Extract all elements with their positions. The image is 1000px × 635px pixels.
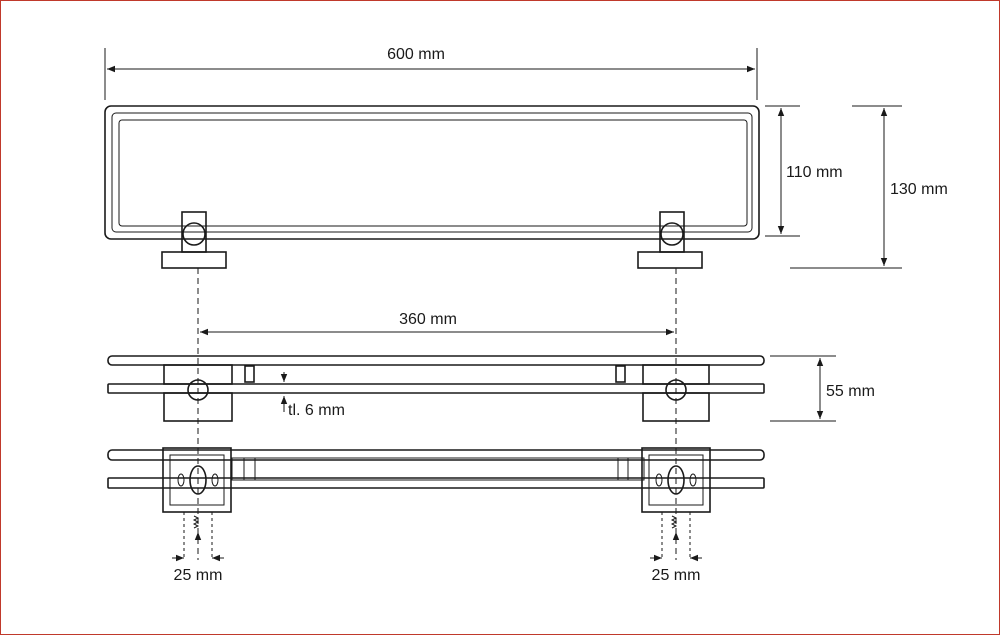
rail-top-view: 25 mm 25 mm	[107, 447, 765, 584]
label-height-total: 130 mm	[890, 181, 948, 198]
dimension-height-total: 130 mm	[790, 105, 948, 269]
label-depth: 55 mm	[826, 383, 875, 400]
bracket-right	[637, 211, 703, 269]
dimension-depth: 55 mm	[770, 355, 875, 422]
dimension-height-inner: 110 mm	[765, 105, 843, 237]
dimension-width-total: 600 mm	[104, 46, 758, 100]
label-thickness: tl. 6 mm	[288, 402, 345, 419]
label-width-total: 600 mm	[387, 46, 445, 63]
rail-front-view	[104, 105, 760, 269]
label-bracket-spacing: 360 mm	[399, 311, 457, 328]
dimension-bracket-spacing: 360 mm	[200, 311, 674, 336]
label-mount-right: 25 mm	[652, 567, 701, 584]
label-height-inner: 110 mm	[786, 164, 843, 181]
mount-plate-left: 25 mm	[162, 447, 232, 584]
shelf-side-view: tl. 6 mm	[107, 355, 765, 422]
mount-plate-right: 25 mm	[641, 447, 711, 584]
label-mount-left: 25 mm	[174, 567, 223, 584]
bracket-left	[161, 211, 227, 269]
